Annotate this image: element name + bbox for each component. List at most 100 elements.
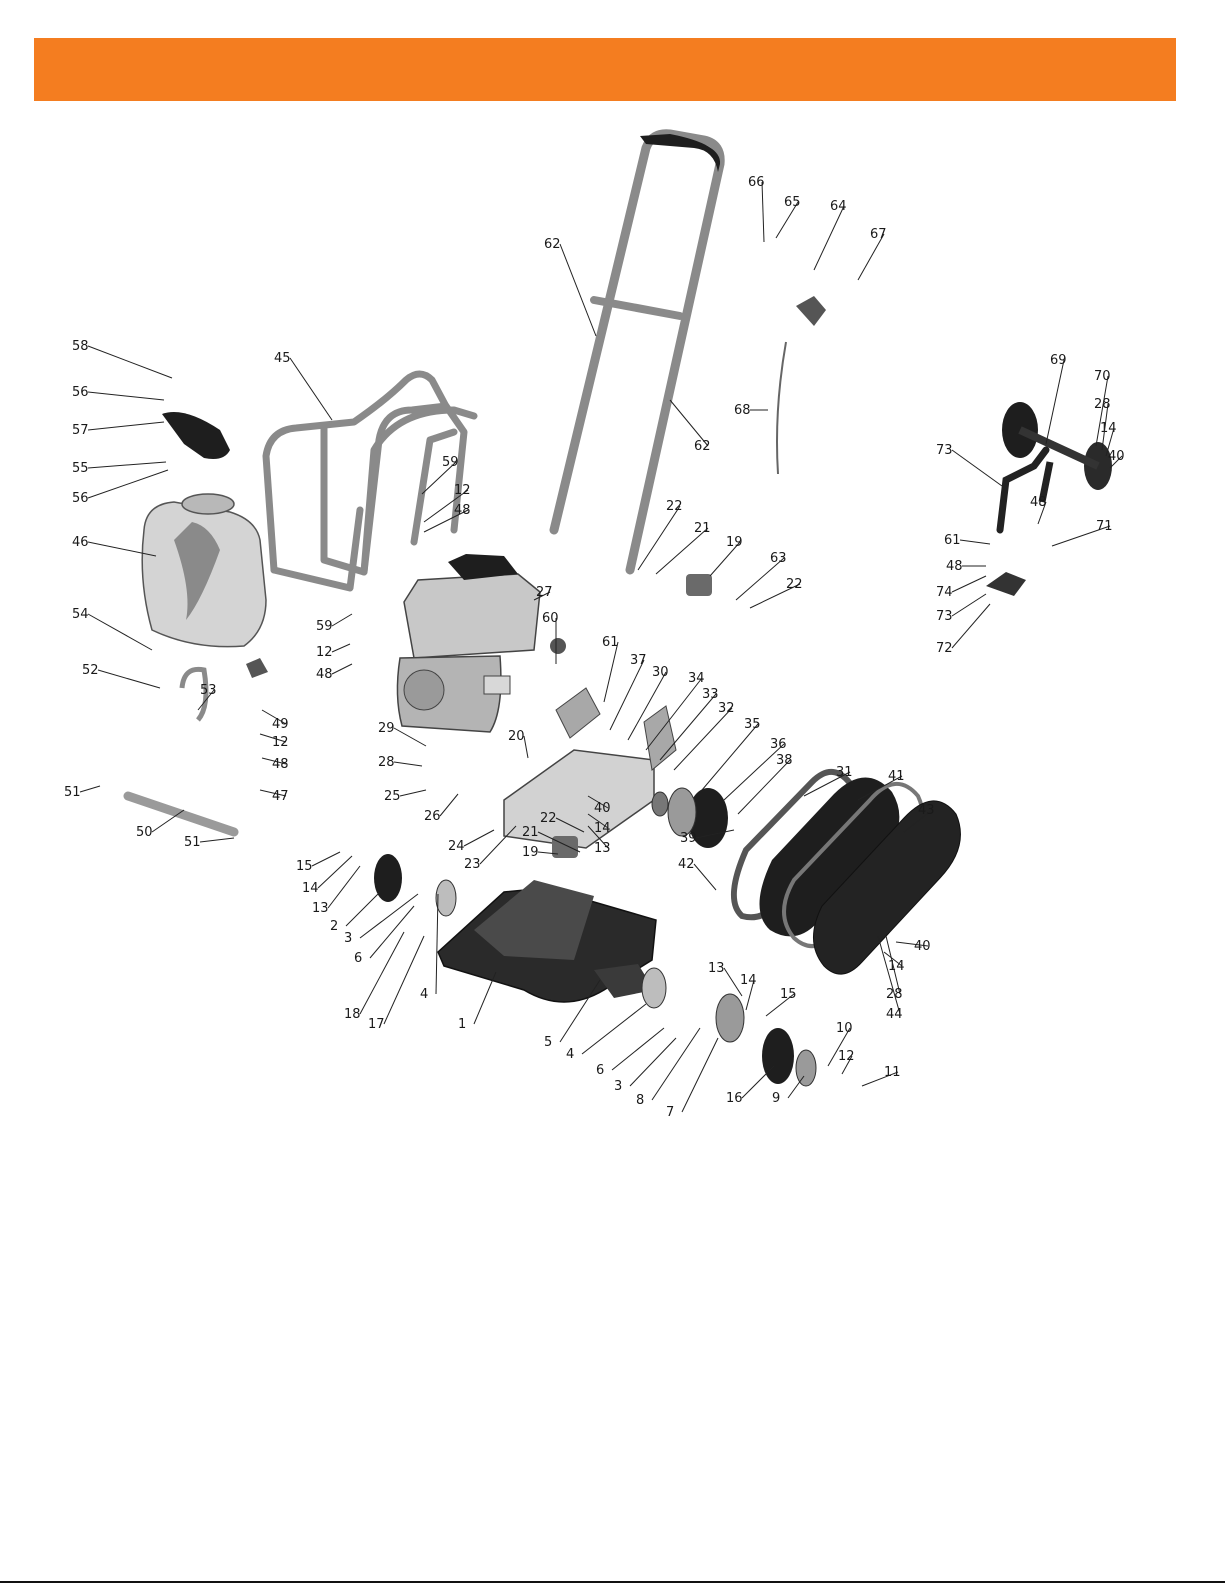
callout-29: 29 [378,721,395,736]
leader-line-1 [473,971,497,1025]
leader-line-24 [463,829,495,847]
callout-21: 21 [694,521,711,536]
callout-13: 13 [312,901,329,916]
base-plate-illustration [437,880,657,1003]
leader-line-40 [587,795,609,809]
callout-14: 14 [740,973,757,988]
leader-line-72 [951,603,991,649]
callout-3: 3 [344,931,352,946]
spray-bar-illustration [123,666,239,837]
leader-line-51 [79,785,101,793]
leader-line-22 [749,583,801,609]
leader-line-2 [345,891,381,927]
callout-4: 4 [566,1047,574,1062]
callout-19: 19 [522,845,539,860]
callout-42: 42 [678,857,695,872]
callout-60: 60 [542,611,559,626]
callout-12: 12 [272,735,289,750]
leader-line-21 [537,831,581,853]
leader-line-71 [1051,525,1111,547]
callout-52: 52 [82,663,99,678]
leader-line-11 [861,1071,899,1087]
leader-line-39 [695,829,735,839]
callout-13: 13 [708,961,725,976]
leader-line-23 [479,825,517,865]
leader-line-22 [555,817,585,833]
leader-line-5 [559,979,601,1043]
leader-line-37 [609,659,645,731]
leader-line-14 [317,855,353,889]
leader-line-54 [87,613,153,651]
leader-line-12 [423,489,469,523]
callout-10: 10 [836,1021,853,1036]
leader-line-63 [735,557,785,601]
leader-line-17 [383,935,425,1025]
callout-59: 59 [442,455,459,470]
header-band [34,38,1176,101]
leader-line-31 [803,771,851,797]
callout-48: 48 [946,559,963,574]
leader-line-59 [421,461,457,495]
callout-37: 37 [630,653,647,668]
leader-line-28 [393,761,423,767]
leader-line-48 [423,509,469,533]
callout-38: 38 [776,753,793,768]
leader-line-29 [393,727,427,747]
leader-line-15 [765,993,795,1017]
callout-51: 51 [64,785,81,800]
callout-65: 65 [784,195,801,210]
callout-48: 48 [272,757,289,772]
leader-line-40 [895,941,929,947]
leader-line-14 [745,979,755,1011]
leader-line-28 [1101,403,1109,451]
handle-illustration [549,129,725,575]
leader-line-38 [737,759,791,815]
leader-line-4 [581,1003,647,1055]
callout-22: 22 [540,811,557,826]
leader-line-57 [87,421,165,431]
callout-32: 32 [718,701,735,716]
callout-18: 18 [344,1007,361,1022]
belt-cover-illustration [730,769,961,975]
leader-line-48 [1037,501,1047,525]
callout-6: 6 [596,1063,604,1078]
leader-line-50 [151,809,185,833]
leader-line-70 [1095,375,1109,447]
callout-22: 22 [786,577,803,592]
leader-line-36 [723,743,785,801]
callout-49: 49 [272,717,289,732]
callout-58: 58 [72,339,89,354]
leader-line-26 [439,793,459,817]
mounting-plate-illustration [503,687,677,849]
leader-line-41 [857,775,903,801]
leader-line-15 [311,851,341,867]
callout-8: 8 [636,1093,644,1108]
wheel-kit-illustration [986,402,1112,596]
leader-line-61 [959,539,991,545]
leader-line-30 [627,671,667,741]
callout-53: 53 [200,683,217,698]
callout-68: 68 [734,403,751,418]
leader-line-40 [1109,455,1123,469]
callout-48: 48 [1030,495,1047,510]
leader-line-13 [587,825,609,849]
leader-line-47 [259,789,287,797]
leader-line-34 [645,677,703,751]
callout-51: 51 [184,835,201,850]
leader-line-19 [537,851,559,855]
leader-line-61 [603,641,619,703]
leader-line-49 [261,709,287,725]
callout-14: 14 [888,959,905,974]
leader-line-64 [813,205,845,271]
callout-6: 6 [354,951,362,966]
callout-15: 15 [296,859,313,874]
leader-line-7 [681,1037,719,1113]
callout-44: 44 [886,1007,903,1022]
leader-line-4 [435,893,439,995]
callout-61: 61 [602,635,619,650]
leader-line-20 [523,735,529,759]
guard-frame-illustration [262,370,478,592]
leader-line-67 [857,233,885,281]
callout-61: 61 [944,533,961,548]
